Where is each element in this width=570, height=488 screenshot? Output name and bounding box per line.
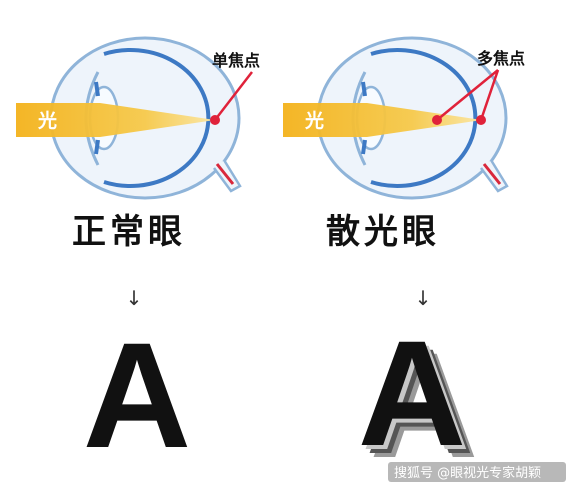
astigmatic-retina — [370, 48, 478, 188]
normal-callout-line — [214, 71, 253, 121]
astigmatic-callout-label: 多焦点 — [477, 49, 525, 68]
astigmatic-eye-diagram: 光 多焦点 — [283, 36, 525, 200]
astigmatic-letter-ghost-3: A — [370, 321, 478, 488]
astigmatic-letter-ghost-2: A — [366, 317, 474, 485]
normal-letter-group: A — [83, 311, 191, 479]
astigmatic-callout-line-2 — [479, 69, 500, 121]
normal-callout-label: 单焦点 — [212, 51, 260, 70]
astigmatic-light-beam — [283, 103, 482, 137]
astigmatic-down-arrow: ↓ — [415, 286, 432, 310]
watermark: 搜狐号 @眼视光专家胡颖 — [388, 462, 566, 482]
normal-iris-top — [94, 81, 100, 97]
astigmatic-iris-bottom — [361, 139, 367, 155]
normal-nerve-mark — [215, 163, 235, 185]
astigmatic-iris-top — [361, 81, 367, 97]
normal-eye-diagram: 光 单焦点 — [16, 36, 260, 200]
astigmatic-letter-ghost-1: A — [362, 313, 470, 481]
watermark-text: 搜狐号 @眼视光专家胡颖 — [394, 465, 541, 481]
astigmatic-letter-group: A A A A — [358, 309, 478, 488]
astigmatic-light-label: 光 — [304, 109, 324, 132]
normal-letter-a: A — [83, 311, 191, 479]
normal-iris-bottom — [94, 139, 100, 155]
astigmatic-callout-line-1 — [436, 69, 499, 121]
watermark-backdrop — [388, 462, 566, 482]
normal-light-beam — [16, 103, 215, 137]
astigmatic-nerve-mark — [482, 163, 502, 185]
astigmatic-letter-a: A — [358, 309, 466, 477]
normal-light-label: 光 — [37, 109, 57, 132]
normal-eye-title: 正常眼 — [72, 212, 186, 252]
normal-retina — [103, 48, 211, 188]
astigmatic-eye-title: 散光眼 — [326, 212, 440, 252]
normal-down-arrow: ↓ — [126, 286, 143, 310]
